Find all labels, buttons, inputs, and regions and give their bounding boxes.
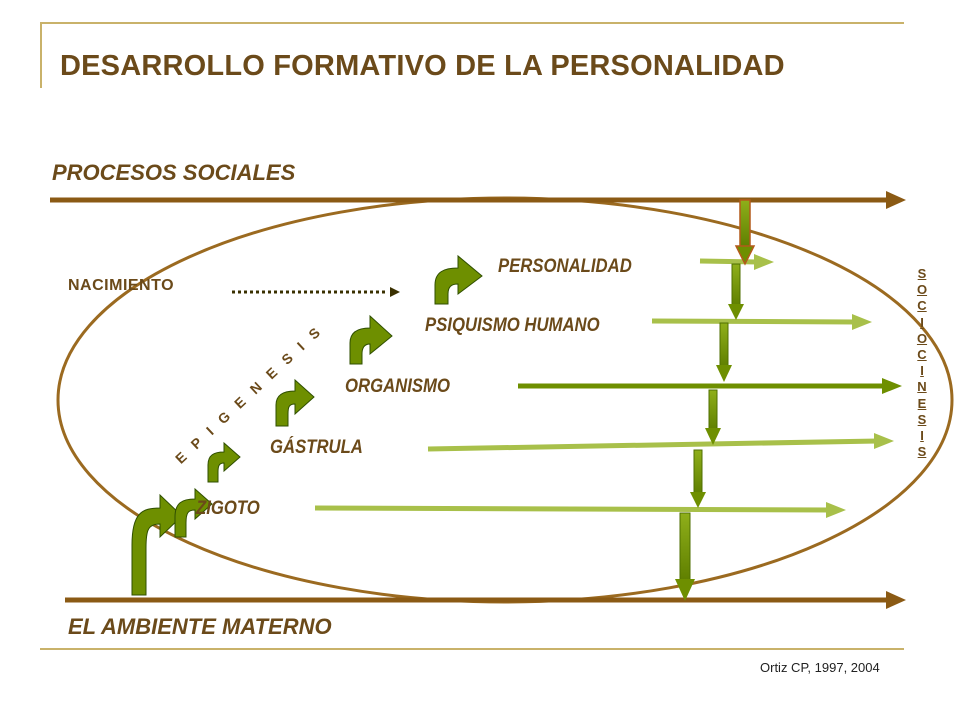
stage-personalidad: PERSONALIDAD	[498, 256, 632, 277]
citation: Ortiz CP, 1997, 2004	[760, 660, 880, 675]
sociocinesis-letter: S	[917, 266, 927, 281]
curved-stage-arrows	[131, 254, 483, 596]
frame-bottom-line	[40, 648, 904, 650]
psiquismo-horizontal-arrow	[651, 314, 872, 330]
curved-arrow-personalidad	[349, 314, 393, 365]
sociocinesis-letter: I	[920, 428, 924, 444]
birth-label: NACIMIENTO	[68, 277, 175, 294]
sociocinesis-letter: C	[917, 298, 927, 314]
sociocinesis-vertical-label: S O C I O C I N E S I S	[912, 266, 932, 460]
stage-organismo: ORGANISMO	[345, 376, 450, 397]
stage-zigoto: ZIGOTO	[196, 498, 260, 519]
sociocinesis-letter: N	[917, 379, 927, 395]
curved-arrow-gastrula	[174, 487, 213, 538]
vertical-arrow-2	[728, 263, 744, 320]
sociocinesis-letter: O	[916, 330, 928, 346]
vertical-arrow-3	[716, 322, 732, 382]
maternal-environment-label: EL AMBIENTE MATERNO	[68, 614, 332, 639]
curved-arrow-organismo	[207, 441, 241, 483]
curved-arrow-top	[434, 254, 483, 305]
sociocinesis-letter: S	[917, 444, 927, 460]
social-processes-label: PROCESOS SOCIALES	[52, 160, 296, 185]
sociocinesis-letter: O	[916, 282, 928, 298]
social-processes-arrow	[50, 191, 906, 209]
gastrula-horizontal-arrow	[427, 433, 894, 452]
sociocinesis-letter: S	[917, 411, 927, 427]
vertical-arrow-6	[675, 512, 695, 601]
sociocinesis-letter: C	[917, 347, 927, 363]
curved-arrow-zigoto	[131, 493, 183, 596]
sociocinesis-letter: I	[920, 363, 924, 379]
page-title: DESARROLLO FORMATIVO DE LA PERSONALIDAD	[60, 50, 785, 82]
organismo-horizontal-arrow	[518, 378, 902, 394]
vertical-arrow-5	[690, 449, 706, 508]
frame-left-line	[40, 22, 42, 88]
frame-top-line	[40, 22, 904, 24]
stage-psiquismo: PSIQUISMO HUMANO	[425, 315, 600, 336]
birth-dotted-arrow	[232, 287, 400, 297]
zigoto-horizontal-arrow	[314, 502, 846, 518]
curved-arrow-psiquismo	[275, 378, 315, 427]
stage-gastrula: GÁSTRULA	[270, 437, 363, 458]
vertical-arrow-1	[734, 199, 756, 266]
maternal-environment-arrow	[65, 591, 906, 609]
sociocinesis-letter: E	[917, 395, 927, 411]
vertical-arrow-4	[705, 389, 721, 445]
sociocinesis-letter: I	[920, 314, 924, 330]
personalidad-horizontal-arrow	[699, 254, 774, 270]
